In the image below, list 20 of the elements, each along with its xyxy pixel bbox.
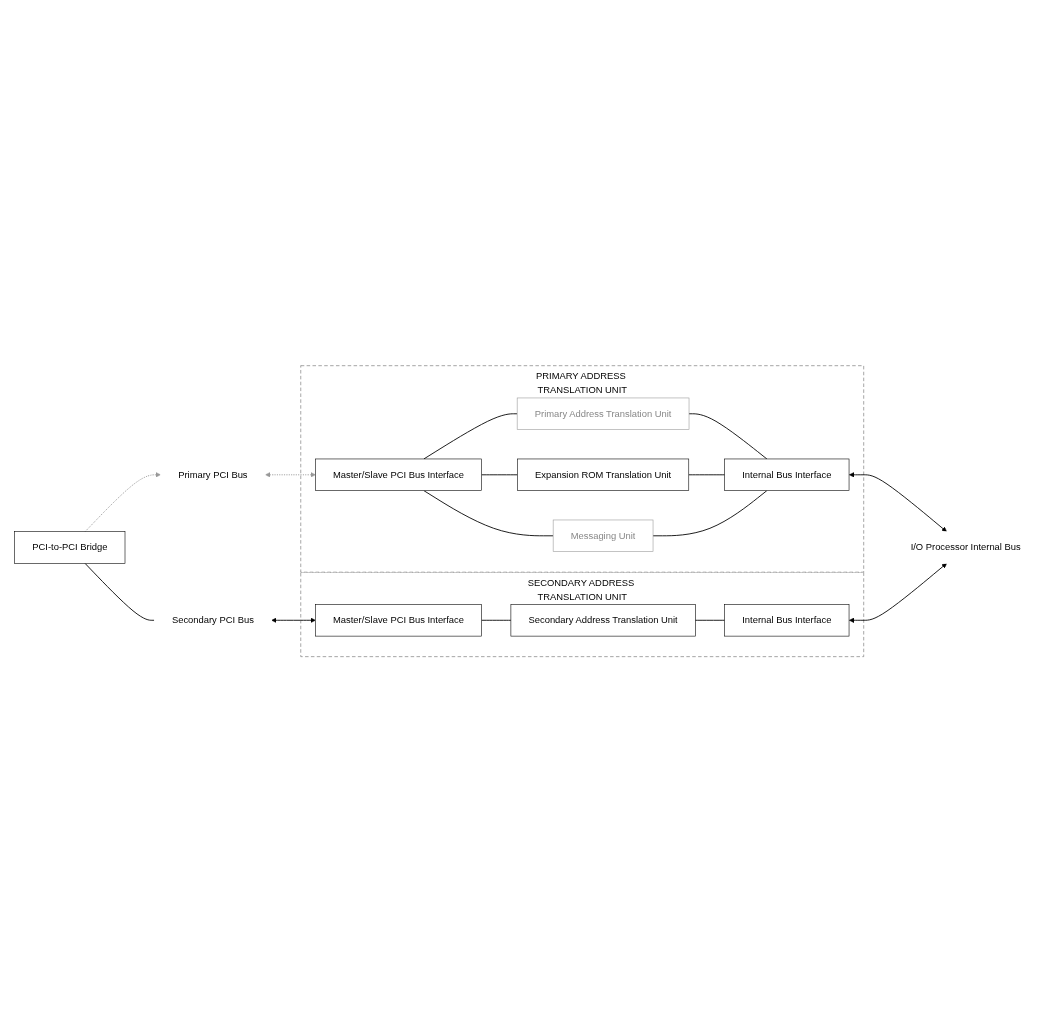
node-box: Master/Slave PCI Bus Interface xyxy=(315,459,482,492)
node-box: Expansion ROM Translation Unit xyxy=(517,459,690,492)
connector xyxy=(423,413,518,460)
connector xyxy=(688,413,768,460)
connector xyxy=(481,620,512,622)
node-box: Internal Bus Interface xyxy=(724,459,850,492)
connector xyxy=(423,490,554,537)
node-text: I/O Processor Internal Bus xyxy=(910,542,1021,553)
node-box: Internal Bus Interface xyxy=(724,604,850,637)
node-box: PCI-to-PCI Bridge xyxy=(14,531,126,564)
node-box: Messaging Unit xyxy=(552,520,654,553)
node-text: Secondary PCI Bus xyxy=(171,615,254,626)
node-box: Master/Slave PCI Bus Interface xyxy=(315,604,482,637)
node-text: Primary PCI Bus xyxy=(178,469,248,480)
node-box: Secondary Address Translation Unit xyxy=(510,604,696,637)
connector xyxy=(694,620,726,622)
connector xyxy=(652,490,768,537)
node-box: Primary Address Translation Unit xyxy=(516,398,690,431)
connector xyxy=(688,474,726,476)
connector xyxy=(84,563,155,622)
